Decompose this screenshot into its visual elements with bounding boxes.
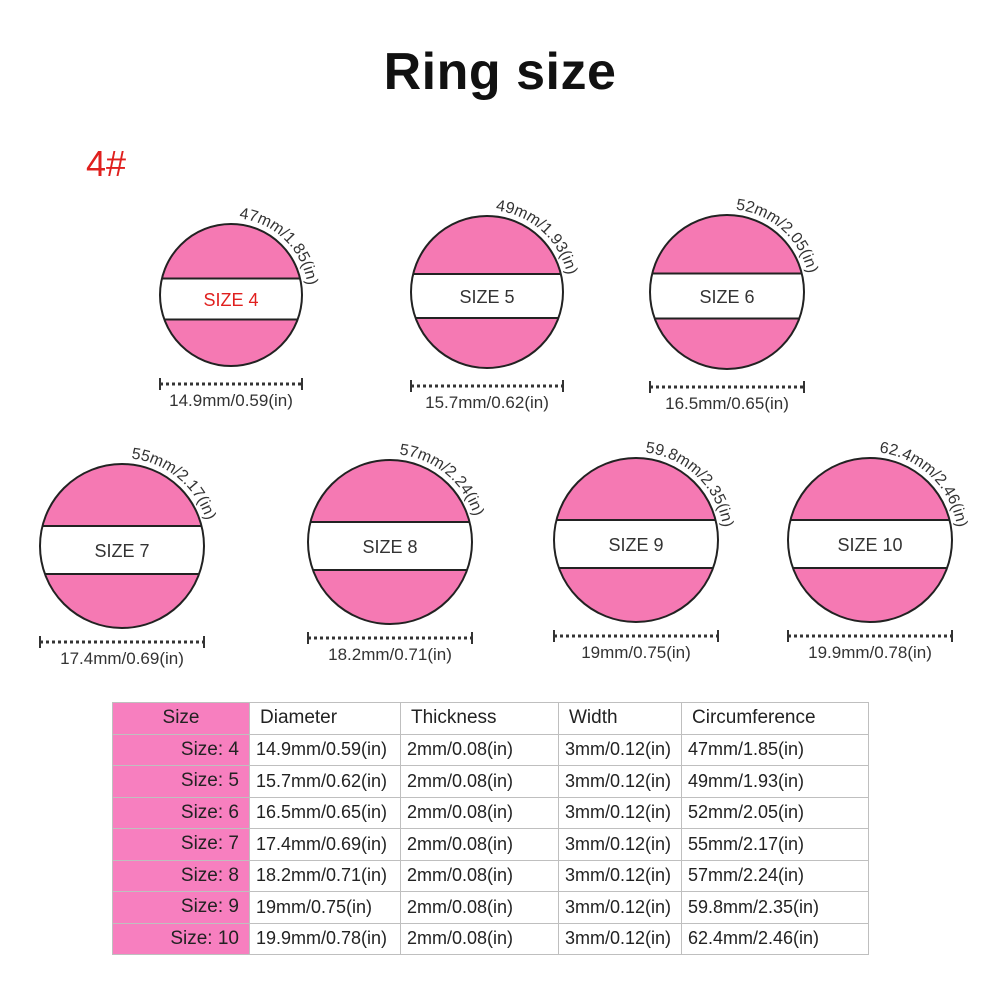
cell-width: 3mm/0.12(in) <box>558 859 682 892</box>
cell-diameter: 14.9mm/0.59(in) <box>249 733 401 766</box>
table-header-row: Size Diameter Thickness Width Circumfere… <box>112 702 869 735</box>
cell-thickness: 2mm/0.08(in) <box>400 859 559 892</box>
cell-thickness: 2mm/0.08(in) <box>400 765 559 798</box>
cell-circumference: 62.4mm/2.46(in) <box>681 922 869 955</box>
ring-size-label: SIZE 4 <box>203 290 258 310</box>
ring-outline <box>787 457 953 623</box>
ring-outline <box>410 215 564 369</box>
cell-width: 3mm/0.12(in) <box>558 891 682 924</box>
cell-diameter: 18.2mm/0.71(in) <box>249 859 401 892</box>
ring-outline <box>39 463 205 629</box>
cell-circumference: 49mm/1.93(in) <box>681 765 869 798</box>
cell-size: Size: 8 <box>112 859 250 892</box>
cell-diameter: 16.5mm/0.65(in) <box>249 796 401 829</box>
ring-band <box>788 519 952 569</box>
cell-diameter: 17.4mm/0.69(in) <box>249 828 401 861</box>
table-row: Size: 6 16.5mm/0.65(in) 2mm/0.08(in) 3mm… <box>112 796 869 829</box>
cell-diameter: 19.9mm/0.78(in) <box>249 922 401 955</box>
ring-outline <box>159 223 303 367</box>
ring-band <box>160 277 302 321</box>
cell-size: Size: 4 <box>112 733 250 766</box>
ring-diameter-label: 19.9mm/0.78(in) <box>808 643 932 662</box>
ring-band <box>554 519 718 569</box>
cell-width: 3mm/0.12(in) <box>558 922 682 955</box>
ring-diameter-label: 16.5mm/0.65(in) <box>665 394 789 413</box>
ring-band <box>308 521 472 571</box>
table-row: Size: 7 17.4mm/0.69(in) 2mm/0.08(in) 3mm… <box>112 828 869 861</box>
cell-circumference: 57mm/2.24(in) <box>681 859 869 892</box>
cell-circumference: 47mm/1.85(in) <box>681 733 869 766</box>
cell-size: Size: 5 <box>112 765 250 798</box>
ring-band <box>650 272 804 320</box>
ring-size-table: Size Diameter Thickness Width Circumfere… <box>112 702 869 955</box>
ring-size-label: SIZE 10 <box>837 535 902 555</box>
ring-diagram: SIZE 959.8mm/2.35(in)19mm/0.75(in) <box>553 440 736 662</box>
ring-diameter-label: 19mm/0.75(in) <box>581 643 691 662</box>
ring-size-label: SIZE 5 <box>459 287 514 307</box>
cell-diameter: 19mm/0.75(in) <box>249 891 401 924</box>
ring-size-label: SIZE 8 <box>362 537 417 557</box>
header-size: Size <box>112 702 250 735</box>
ring-diameter-label: 15.7mm/0.62(in) <box>425 393 549 412</box>
header-thickness: Thickness <box>400 702 559 735</box>
cell-size: Size: 6 <box>112 796 250 829</box>
cell-circumference: 59.8mm/2.35(in) <box>681 891 869 924</box>
cell-size: Size: 7 <box>112 828 250 861</box>
cell-thickness: 2mm/0.08(in) <box>400 828 559 861</box>
ring-size-label: SIZE 9 <box>608 535 663 555</box>
cell-width: 3mm/0.12(in) <box>558 765 682 798</box>
ring-size-label: SIZE 7 <box>94 541 149 561</box>
ring-band <box>411 273 563 319</box>
cell-size: Size: 10 <box>112 922 250 955</box>
table-row: Size: 5 15.7mm/0.62(in) 2mm/0.08(in) 3mm… <box>112 765 869 798</box>
ring-diameter-label: 14.9mm/0.59(in) <box>169 391 293 410</box>
header-diameter: Diameter <box>249 702 401 735</box>
table-row: Size: 8 18.2mm/0.71(in) 2mm/0.08(in) 3mm… <box>112 859 869 892</box>
cell-thickness: 2mm/0.08(in) <box>400 922 559 955</box>
cell-width: 3mm/0.12(in) <box>558 796 682 829</box>
ring-band <box>40 525 204 575</box>
cell-thickness: 2mm/0.08(in) <box>400 891 559 924</box>
ring-outline <box>649 214 805 370</box>
cell-diameter: 15.7mm/0.62(in) <box>249 765 401 798</box>
cell-circumference: 55mm/2.17(in) <box>681 828 869 861</box>
table-row: Size: 4 14.9mm/0.59(in) 2mm/0.08(in) 3mm… <box>112 733 869 766</box>
cell-thickness: 2mm/0.08(in) <box>400 733 559 766</box>
ring-diameter-label: 17.4mm/0.69(in) <box>60 649 184 668</box>
ring-outline <box>553 457 719 623</box>
cell-width: 3mm/0.12(in) <box>558 733 682 766</box>
ring-outline <box>307 459 473 625</box>
table-row: Size: 9 19mm/0.75(in) 2mm/0.08(in) 3mm/0… <box>112 891 869 924</box>
cell-circumference: 52mm/2.05(in) <box>681 796 869 829</box>
variant-label: 4# <box>86 143 127 184</box>
page-title: Ring size <box>383 43 617 101</box>
table-row: Size: 10 19.9mm/0.78(in) 2mm/0.08(in) 3m… <box>112 922 869 955</box>
ring-size-label: SIZE 6 <box>699 287 754 307</box>
cell-size: Size: 9 <box>112 891 250 924</box>
header-circumference: Circumference <box>681 702 869 735</box>
cell-width: 3mm/0.12(in) <box>558 828 682 861</box>
cell-thickness: 2mm/0.08(in) <box>400 796 559 829</box>
header-width: Width <box>558 702 682 735</box>
ring-diameter-label: 18.2mm/0.71(in) <box>328 645 452 664</box>
